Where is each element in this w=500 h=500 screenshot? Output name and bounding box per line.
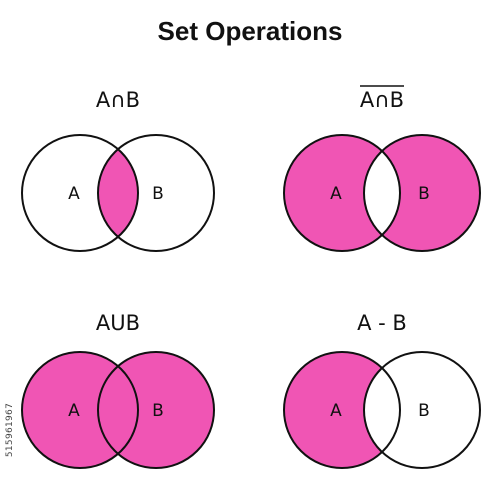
venn-diagram-symmetric-difference: A B A∩B (283, 85, 481, 252)
operation-label: A∩B (360, 88, 404, 112)
set-a-label: A (68, 401, 80, 421)
circle-b-outline (97, 351, 215, 469)
shaded-intersection (98, 135, 138, 251)
set-a-label: A (330, 184, 342, 204)
shaded-set-b (98, 352, 214, 468)
circle-b-outline (363, 351, 481, 469)
shaded-a-only (284, 135, 382, 252)
venn-diagram-intersection: A B A∩B (21, 88, 215, 252)
shaded-a-minus-b (283, 351, 382, 468)
set-b-label: B (418, 184, 430, 204)
set-a-label: A (68, 184, 80, 204)
shaded-b-only (382, 135, 481, 251)
set-b-label: B (152, 184, 164, 204)
operation-label: A - B (357, 311, 407, 335)
set-b-label: B (418, 401, 430, 421)
circle-b-outline (97, 134, 215, 252)
circle-b-outline (363, 134, 481, 252)
main-title: Set Operations (158, 16, 343, 46)
circle-a-outline (283, 351, 401, 469)
circle-a-outline (21, 134, 139, 252)
circle-a-outline (283, 134, 401, 252)
venn-diagram-difference: A B A - B (283, 311, 481, 469)
side-stock-id: 515961967 (5, 402, 15, 458)
venn-diagram-union: A B AUB (21, 311, 215, 469)
operation-label: A∩B (96, 88, 140, 112)
circle-a-outline (21, 351, 139, 469)
set-b-label: B (152, 401, 164, 421)
diagram-grid: A B A∩B A B A∩B A B AUB A B A - B (21, 85, 481, 469)
operation-label: AUB (96, 311, 140, 335)
set-a-label: A (330, 401, 342, 421)
